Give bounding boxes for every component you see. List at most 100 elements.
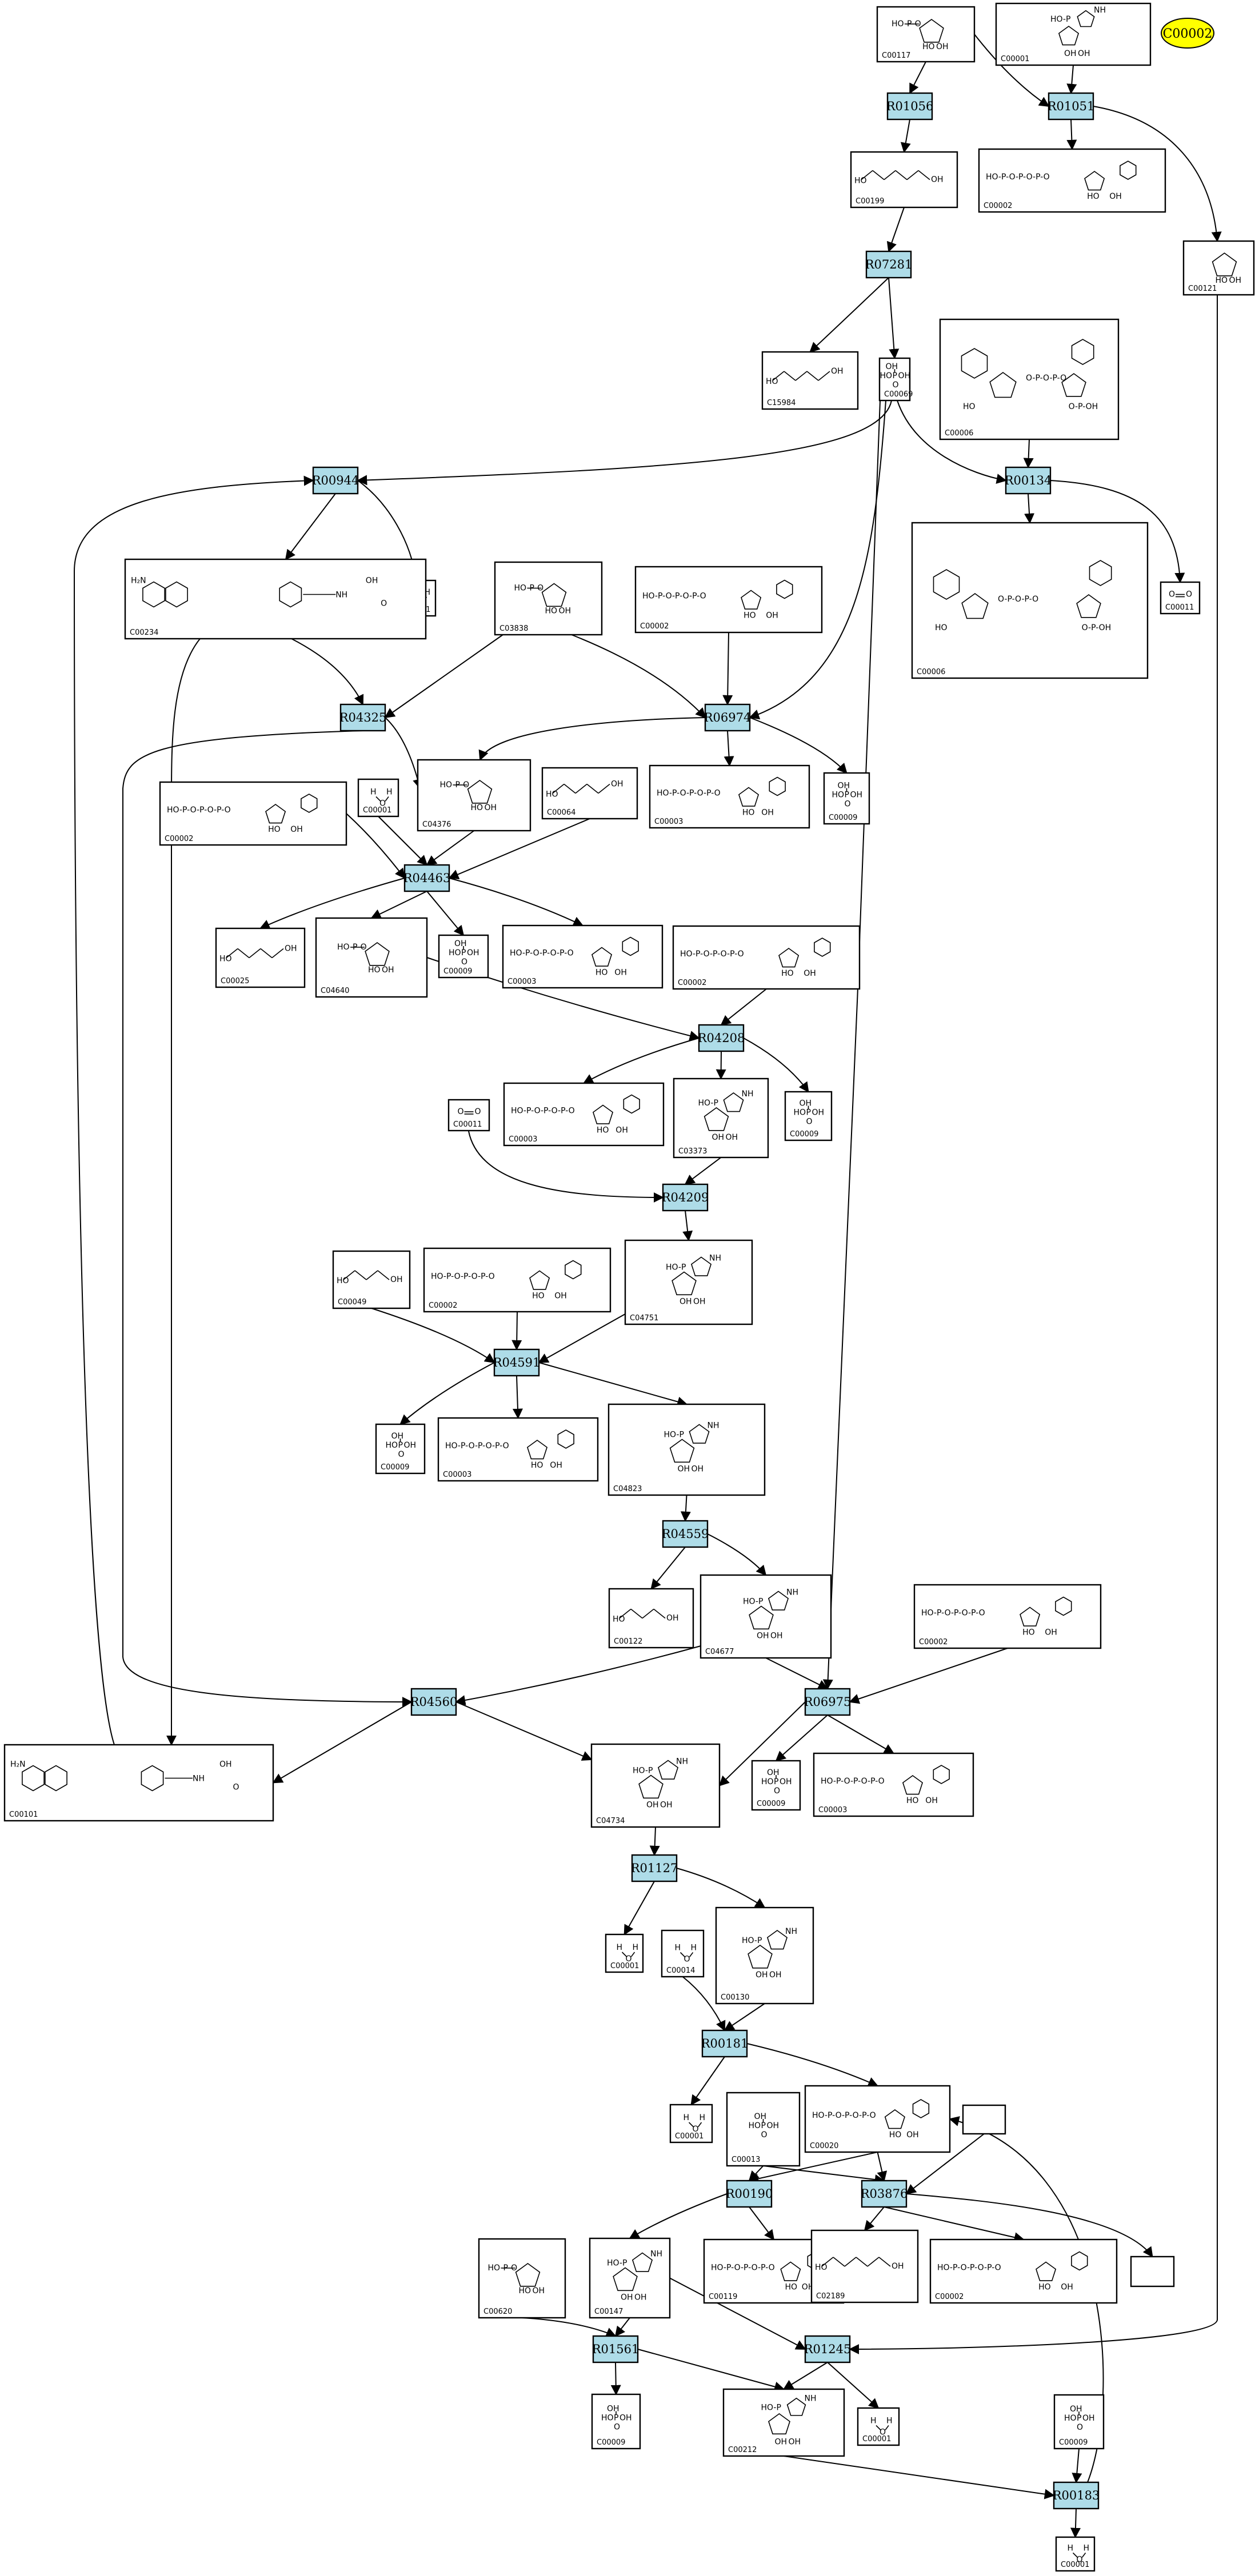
compound-box[interactable] bbox=[751, 1760, 801, 1811]
compound-box[interactable] bbox=[810, 2229, 919, 2303]
reaction-box[interactable] bbox=[704, 703, 751, 732]
compound-box[interactable] bbox=[929, 2238, 1118, 2304]
reaction-R01561[interactable]: R01561 bbox=[592, 2335, 640, 2363]
reaction-box[interactable] bbox=[403, 864, 450, 892]
reaction-R01245[interactable]: R01245 bbox=[804, 2335, 852, 2363]
reaction-box[interactable] bbox=[410, 1688, 457, 1716]
compound-box[interactable] bbox=[3, 1744, 274, 1822]
compound-box[interactable] bbox=[876, 6, 976, 63]
compound-box[interactable] bbox=[823, 772, 870, 825]
reaction-box[interactable] bbox=[662, 1183, 709, 1212]
reaction-R04463[interactable]: R04463 bbox=[403, 864, 451, 892]
compound-box[interactable] bbox=[634, 566, 823, 634]
compound-box[interactable] bbox=[715, 1906, 814, 2005]
reaction-R04209[interactable]: R04209 bbox=[662, 1183, 709, 1212]
compound-box[interactable] bbox=[159, 781, 347, 846]
reaction-R03876[interactable]: R03876 bbox=[861, 2180, 908, 2208]
reaction-box[interactable] bbox=[339, 703, 386, 732]
compound-box[interactable] bbox=[417, 759, 531, 832]
reaction-box[interactable] bbox=[493, 1348, 540, 1377]
reaction-R04559[interactable]: R04559 bbox=[662, 1520, 709, 1548]
compound-box[interactable] bbox=[332, 1250, 411, 1309]
reaction-box[interactable] bbox=[1005, 466, 1052, 495]
compound-box[interactable] bbox=[624, 1239, 753, 1325]
reaction-R04208[interactable]: R04208 bbox=[698, 1024, 745, 1052]
compound-box[interactable] bbox=[1055, 2536, 1096, 2572]
compound-box[interactable] bbox=[1182, 240, 1255, 296]
compound-box[interactable] bbox=[494, 561, 603, 636]
compound-box[interactable] bbox=[857, 2407, 900, 2446]
reaction-box[interactable] bbox=[886, 92, 933, 121]
compound-box[interactable] bbox=[124, 558, 427, 640]
compound-box[interactable] bbox=[438, 934, 489, 979]
reaction-R00183[interactable]: R00183 bbox=[1053, 2481, 1100, 2510]
compound-box[interactable] bbox=[1160, 581, 1201, 615]
compound-box[interactable] bbox=[503, 1082, 665, 1147]
compound-box[interactable] bbox=[913, 1584, 1102, 1649]
reaction-R04591[interactable]: R04591 bbox=[493, 1348, 541, 1377]
reaction-R00134[interactable]: R00134 bbox=[1005, 466, 1052, 495]
compound-box[interactable] bbox=[673, 1077, 769, 1159]
compound-box[interactable] bbox=[978, 148, 1166, 213]
compound-box[interactable] bbox=[447, 1099, 490, 1132]
compound-box[interactable] bbox=[672, 925, 861, 990]
compound-box[interactable] bbox=[911, 522, 1149, 679]
reaction-box[interactable] bbox=[1053, 2481, 1100, 2510]
compound-box[interactable] bbox=[357, 778, 399, 818]
compound-box[interactable] bbox=[478, 2238, 566, 2319]
compound-box[interactable] bbox=[1130, 2255, 1175, 2287]
reaction-R01056[interactable]: R01056 bbox=[886, 92, 934, 121]
compound-box[interactable] bbox=[850, 151, 958, 209]
compound-box[interactable] bbox=[804, 2085, 951, 2153]
reaction-box[interactable] bbox=[701, 2029, 748, 2058]
compound-box[interactable] bbox=[813, 1752, 974, 1817]
compound-cblankB[interactable] bbox=[1130, 2255, 1175, 2287]
reaction-R06975[interactable]: R06975 bbox=[804, 1688, 852, 1716]
compound-box[interactable] bbox=[502, 924, 664, 989]
compound-box[interactable] bbox=[995, 2, 1152, 66]
reaction-box[interactable] bbox=[662, 1520, 709, 1548]
compound-box[interactable] bbox=[722, 2388, 845, 2457]
reaction-R00190[interactable]: R00190 bbox=[726, 2180, 773, 2208]
compound-box[interactable] bbox=[423, 1247, 611, 1313]
